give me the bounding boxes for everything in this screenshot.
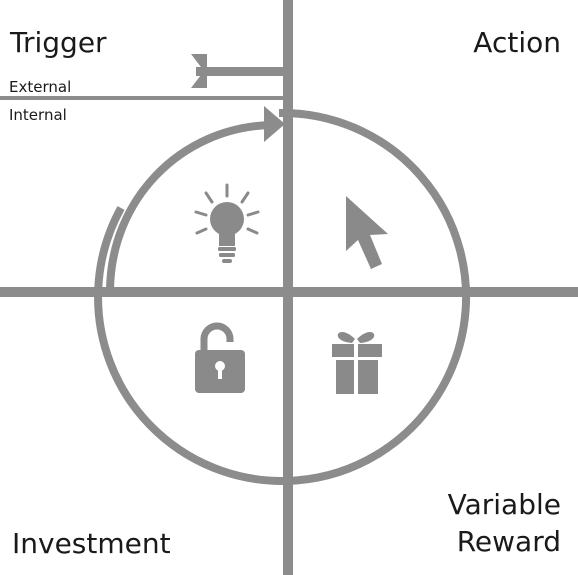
- investment-label: Investment: [12, 527, 171, 560]
- variable-label: Variable: [448, 488, 561, 521]
- trigger-divider: [0, 96, 286, 100]
- cycle-circle: [94, 108, 471, 485]
- internal-trigger-arrowhead: [264, 106, 285, 142]
- external-trigger-tail: [191, 54, 207, 88]
- padlock-icon: [195, 322, 245, 393]
- gift-icon: [332, 331, 382, 394]
- internal-trigger-arc: [106, 121, 271, 293]
- external-trigger-shaft: [196, 67, 286, 76]
- internal-trigger-label: Internal: [9, 106, 67, 124]
- external-trigger-label: External: [9, 78, 71, 96]
- reward-label: Reward: [457, 525, 561, 558]
- trigger-label: Trigger: [9, 26, 107, 59]
- lightbulb-icon: [194, 183, 260, 263]
- horizontal-axis: [0, 287, 578, 297]
- cursor-arrow-icon: [346, 196, 388, 269]
- action-label: Action: [473, 26, 561, 59]
